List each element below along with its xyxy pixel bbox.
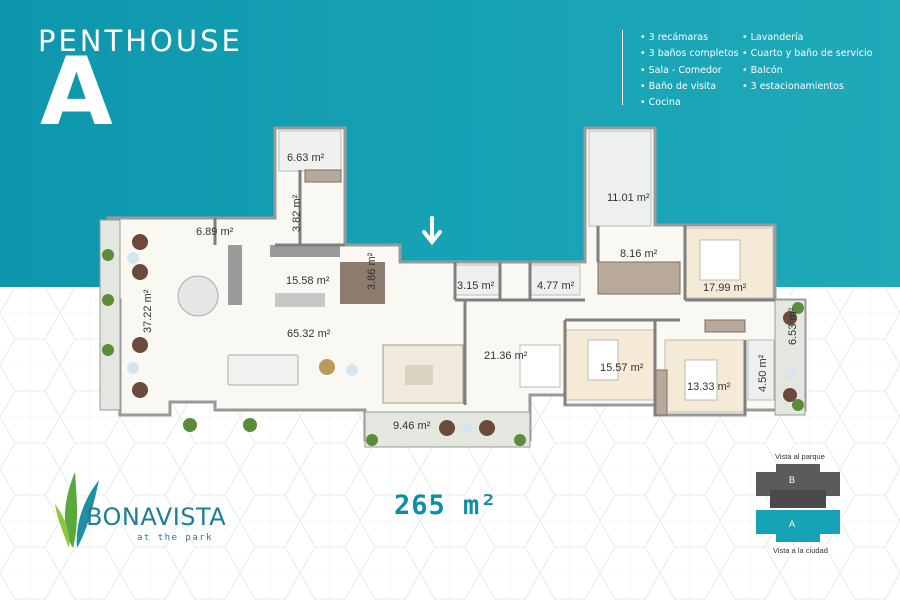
key-plan-top-label: Vista al parque [775,452,825,461]
area-label-living-dining: 65.32 m² [287,328,331,340]
feature-item: 3 estacionamientos [742,79,872,95]
area-label-master-bath: 11.01 m² [607,192,650,204]
area-label-bath-service: 6.63 m² [287,152,325,164]
feature-item: Cuarto y baño de servicio [742,46,873,62]
key-plan-diagram [756,464,840,542]
area-label-laundry: 6.89 m² [196,226,234,238]
feature-item: Baño de visita [640,79,739,95]
feature-item: Sala - Comedor [640,63,739,79]
area-label-walk-in-closet: 8.16 m² [620,248,658,260]
unit-letter: A [40,38,113,147]
logo-wordmark: BONAVISTA [86,503,227,531]
area-label-bath-3: 4.50 m² [757,354,769,392]
area-label-terrace-right: 6.53 m² [787,307,799,345]
feature-item: 3 baños completos [640,46,739,62]
features-list-left: 3 recámaras 3 baños completos Sala - Com… [640,30,739,111]
area-label-balcony: 9.46 m² [393,420,431,432]
floor-areas [99,126,807,448]
logo-tagline: at the park [137,533,214,543]
feature-item: Balcón [742,63,872,79]
feature-item: Cocina [640,95,739,111]
total-area: 265 m² [394,490,498,521]
feature-item: Lavandería [742,30,872,46]
area-label-bedroom-2: 15.57 m² [600,362,644,374]
area-label-terrace-left: 37.22 m² [142,289,154,333]
bonavista-logo-leaf-icon [55,472,99,548]
features-list-right: Lavandería Cuarto y baño de servicio Bal… [742,30,873,95]
area-label-family-room: 21.36 m² [484,350,528,362]
area-label-bath-2: 4.77 m² [537,280,575,292]
area-label-master-bedroom: 17.99 m² [703,282,747,294]
key-plan-unit-a: A [789,519,796,529]
area-label-service-room: 3.82 m² [291,194,303,232]
feature-item: 3 recámaras [640,30,739,46]
key-plan-unit-b: B [789,475,796,485]
area-label-bedroom-3: 13.33 m² [687,381,731,393]
key-plan-bottom-label: Vista a la ciudad [773,546,828,555]
area-label-guest-bath: 3.15 m² [457,280,495,292]
unit-type-title: PENTHOUSE [38,24,243,58]
area-label-pantry: 3.86 m² [366,252,378,290]
features-divider [622,30,623,105]
area-label-kitchen: 15.58 m² [286,275,330,287]
